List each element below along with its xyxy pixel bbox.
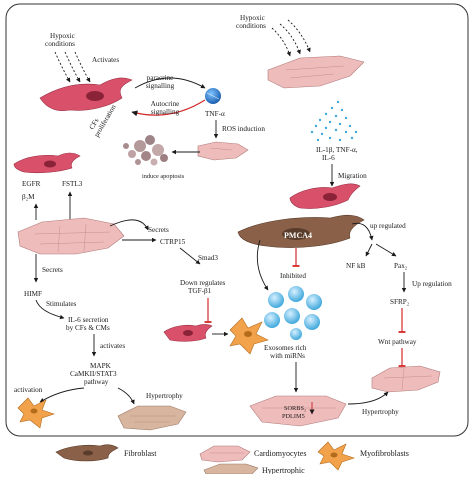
legend-myofibroblasts: Myofibroblasts xyxy=(360,449,409,458)
activation-arrow xyxy=(39,387,85,403)
mapk-label-3: pathway xyxy=(84,378,109,386)
legend-fibroblast: Fibroblast xyxy=(124,449,157,458)
pax2-label: Pax₂ xyxy=(394,262,408,270)
legend: Fibroblast Cardiomyocytes Myofibroblasts… xyxy=(55,441,409,475)
hypertrophy-label-1: Hypertrophy xyxy=(146,392,183,400)
fstl3-label: FSTL3 xyxy=(62,180,83,188)
pmca4-label: PMCA4 xyxy=(284,231,312,240)
sorbs-label-1: SORBS₂ xyxy=(284,405,306,412)
autocrine-arrow xyxy=(131,99,206,117)
legend-hypertrophic-icon xyxy=(203,463,259,475)
down-regulates-label: Down regulates xyxy=(180,279,226,287)
hypoxia-arrow-2 xyxy=(271,27,291,57)
stimulates-label: Stimulates xyxy=(46,300,77,308)
activates-label: Activates xyxy=(92,56,119,64)
legend-myofibroblast-icon xyxy=(317,441,355,471)
fibroblast-migrating xyxy=(289,183,361,209)
mapk-label-2: CaMKII/STAT3 xyxy=(70,370,117,378)
inhibited-label: Inhibited xyxy=(280,272,306,280)
hypertrophy-label-2: Hypertrophy xyxy=(362,408,399,416)
hypoxia-arrow xyxy=(54,51,71,83)
fibroblast-tgf xyxy=(163,324,213,342)
cytokines-label-2: IL-6 xyxy=(322,154,335,162)
up-regulated-arrow xyxy=(351,222,374,241)
b2m-label: β₂M xyxy=(22,193,35,201)
paracrine-arrow xyxy=(134,77,206,89)
exosomes-label-2: with miRNs xyxy=(270,352,305,360)
exosome-cluster xyxy=(264,286,322,340)
apoptotic-debris xyxy=(123,135,168,166)
hypoxic-label-1a: Hypoxic xyxy=(50,32,75,40)
cardiomyocyte-right xyxy=(371,365,441,393)
legend-cardiomyocyte-icon xyxy=(199,445,251,463)
hypoxic-label-2b: conditions xyxy=(236,22,266,30)
secrets-label-1: Secrets xyxy=(148,226,169,234)
fibroblast-cell xyxy=(39,77,133,111)
nfkb-label: NF kB xyxy=(346,262,366,270)
smad3-arrow xyxy=(179,247,201,265)
hypoxic-label-1b: conditions xyxy=(45,40,75,48)
pmca4-fibroblast xyxy=(237,214,365,248)
hypoxic-label-2a: Hypoxic xyxy=(240,14,265,22)
tgfb1-label: TGF-β1 xyxy=(188,287,212,295)
secrets-ctrp-arrow xyxy=(109,219,149,231)
hypertrophy-arrow-2 xyxy=(347,391,389,405)
exosome-arrow xyxy=(256,239,269,291)
activates-label-2: activates xyxy=(100,342,125,350)
autocrine-label-2: signalling xyxy=(151,108,180,116)
apoptosis-label: induce apoptosis xyxy=(142,173,185,180)
il6-label-2: by CFs & CMs xyxy=(66,324,110,332)
stimulates-arrow xyxy=(35,299,65,320)
tnf-label: TNF-α xyxy=(205,110,225,118)
sorbs-label-2: PDLIM5 xyxy=(282,413,305,420)
myofibroblast-activation xyxy=(17,397,55,429)
legend-cardiomyocytes: Cardiomyocytes xyxy=(254,449,306,458)
il6-label-1: IL-6 secretion xyxy=(68,316,109,324)
secrets-label-2: Secrets xyxy=(42,266,63,274)
myofibroblast-tgf xyxy=(229,317,269,355)
pax-arrow xyxy=(375,243,397,257)
cardiomyocyte-top-right xyxy=(267,55,365,89)
main-frame xyxy=(5,3,469,437)
smad3-label: Smad3 xyxy=(198,254,218,262)
hypoxia-arrow-2 xyxy=(279,23,301,55)
himf-label: HIMF xyxy=(24,290,42,298)
paracrine-label-2: signalling xyxy=(146,82,175,90)
middle-left-panel: EGFR β₂M FSTL3 Secrets CTRP15 Smad3 Down… xyxy=(13,152,269,431)
mapk-label-1: MAPK xyxy=(90,362,112,370)
autocrine-label-1: Autocrine xyxy=(151,100,180,108)
top-right-panel: Hypoxic conditions IL-1β, TNF-α, IL-6 Mi… xyxy=(236,14,367,209)
cytokines-label-1: IL-1β, TNF-α, xyxy=(316,146,358,154)
egfr-label: EGFR xyxy=(22,180,41,188)
sfrp2-label: SFRP₂ xyxy=(390,298,410,306)
wnt-label: Wnt pathway xyxy=(378,338,417,346)
cytokine-spray xyxy=(310,100,358,142)
right-panel: PMCA4 up regulated Inhibited NF kB Pax₂ … xyxy=(237,214,452,427)
exosomes-label-1: Exosomes rich xyxy=(264,344,307,352)
activation-label: activation xyxy=(14,386,43,394)
migration-label: Migration xyxy=(338,172,367,180)
nfkb-arrow xyxy=(365,243,373,257)
cardiomyocyte-central xyxy=(17,217,125,255)
ros-label: ROS induction xyxy=(222,125,265,133)
up-regulation-label: Up regulation xyxy=(412,280,452,288)
ctrp15-label: CTRP15 xyxy=(160,238,186,246)
fibroblast-egfr xyxy=(13,152,81,174)
legend-hypertrophic: Hypertrophic xyxy=(262,466,305,474)
hypertrophy-arrow-1 xyxy=(117,387,135,405)
hypoxia-arrow xyxy=(74,51,91,83)
cardiomyocyte-small xyxy=(197,141,249,161)
hypertrophic-cell-2 xyxy=(249,395,347,427)
up-regulated-label: up regulated xyxy=(370,222,406,230)
legend-fibroblast-icon xyxy=(55,444,119,462)
hypoxia-arrow xyxy=(64,51,81,83)
paracrine-label-1: paracrine xyxy=(147,74,174,82)
hypertrophic-cell-1 xyxy=(117,405,187,431)
